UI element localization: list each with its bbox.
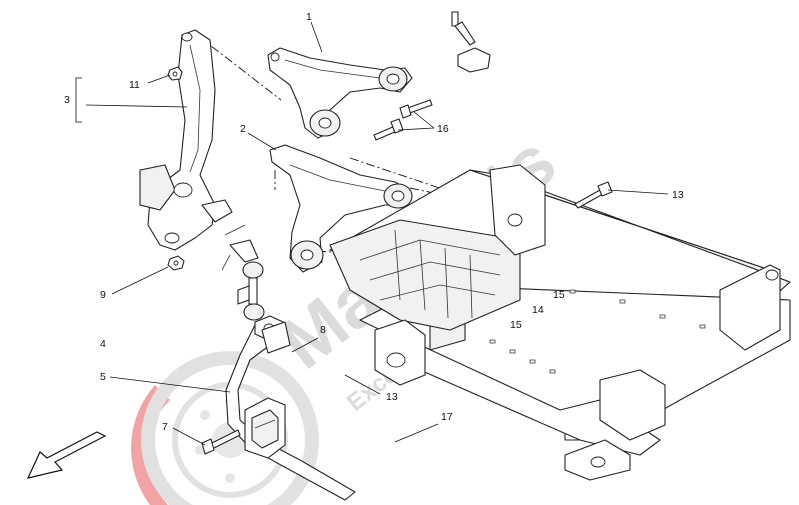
callout-15-lower: 15: [510, 319, 522, 331]
callout-5: 5: [100, 371, 106, 383]
upper-control-arm-part: [267, 47, 413, 139]
callout-13-lower: 13: [386, 391, 398, 403]
nut-9-part: [167, 255, 185, 271]
watermark-logo-red-arc: [131, 385, 170, 505]
leader-lines: [75, 21, 669, 446]
steering-knuckle-part: [139, 29, 233, 251]
callout-13-upper: 13: [672, 189, 684, 201]
bolts-16-part: [373, 99, 433, 141]
callout-3: 3: [64, 94, 70, 106]
bracket-8-part: [261, 321, 291, 354]
callout-15-upper: 15: [553, 289, 565, 301]
callout-9: 9: [100, 289, 106, 301]
watermark-logo-disc: [141, 351, 319, 505]
stabilizer-link-part: [221, 224, 265, 321]
callout-7: 7: [162, 421, 168, 433]
callout-11: 11: [129, 79, 140, 91]
callout-2: 2: [240, 123, 246, 135]
lower-control-arm-part: [269, 144, 413, 273]
callout-17: 17: [441, 411, 453, 423]
stabilizer-bushing-part: [244, 397, 286, 459]
bolt-13-upper-part: [574, 181, 613, 209]
nut-11-part: [167, 66, 183, 81]
callout-14: 14: [532, 304, 544, 316]
callout-4: 4: [100, 338, 106, 350]
callout-1: 1: [306, 11, 312, 23]
bolt-7-part: [201, 429, 241, 455]
callout-8: 8: [320, 324, 326, 336]
front-direction-arrow: [26, 431, 107, 479]
height-sensor-part: [451, 11, 491, 73]
callout-16: 16: [437, 123, 449, 135]
callout-labels: 1 2 3 11 9 4 5 7 8 16 13 15 14 15 13 17: [64, 11, 684, 433]
subframe-part: [329, 164, 791, 481]
